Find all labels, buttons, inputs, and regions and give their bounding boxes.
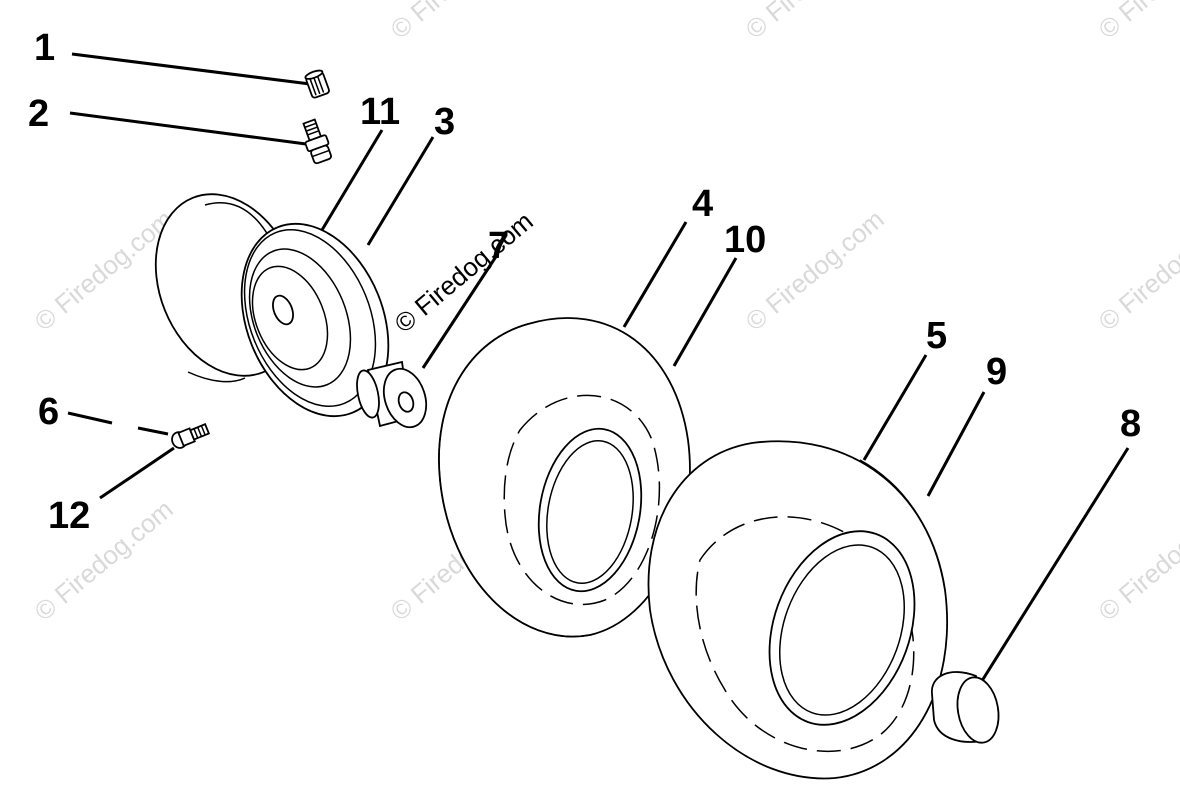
- leader-line-8: [978, 447, 1130, 685]
- leader-line-12: [99, 446, 175, 500]
- callout-11: 11: [360, 91, 400, 133]
- callout-8: 8: [1120, 403, 1141, 445]
- leader-line-3: [366, 136, 435, 246]
- grease-fitting-part: [171, 423, 211, 449]
- watermark-text: © Firedog.com: [1093, 204, 1180, 337]
- leader-line-5: [862, 354, 928, 461]
- callout-7: 7: [488, 225, 509, 267]
- leader-line-2: [69, 111, 307, 146]
- leader-line-10: [672, 257, 738, 367]
- tire-front-part: [438, 317, 691, 638]
- leader-line-4: [622, 221, 688, 328]
- callout-3: 3: [434, 101, 455, 143]
- callout-5: 5: [926, 315, 947, 357]
- callout-6: 6: [38, 391, 59, 433]
- watermark-text: © Firedog.com: [740, 0, 890, 45]
- hub-sleeve-part: [931, 671, 1000, 744]
- callout-2: 2: [28, 93, 49, 135]
- leader-line-11: [314, 129, 384, 241]
- callout-4: 4: [692, 183, 713, 225]
- callout-12: 12: [48, 495, 90, 537]
- watermark-text: © Firedog.com: [385, 0, 535, 45]
- callout-labels: 1 2 3 11 7 4 10 5 9 8 6 12: [28, 27, 1141, 537]
- tire-rear-part: [647, 440, 949, 780]
- valve-stem-part: [302, 118, 332, 165]
- leader-lines: [67, 52, 1130, 685]
- callout-10: 10: [724, 219, 766, 261]
- watermark-text: © Firedog.com: [1093, 494, 1180, 627]
- bushing-part: [356, 360, 428, 429]
- callout-1: 1: [34, 27, 55, 69]
- leader-line-6: [67, 411, 113, 425]
- watermark-text: © Firedog.com: [1093, 0, 1180, 45]
- callout-9: 9: [986, 351, 1007, 393]
- leader-line-1: [71, 52, 311, 86]
- wheel-rim-part: [154, 193, 390, 418]
- leader-line-6b: [137, 426, 169, 436]
- leader-line-9: [926, 391, 986, 497]
- watermark-text-overlay: © Firedog.com: [389, 206, 539, 339]
- leader-line-7: [421, 254, 499, 369]
- valve-cap-part: [304, 69, 330, 99]
